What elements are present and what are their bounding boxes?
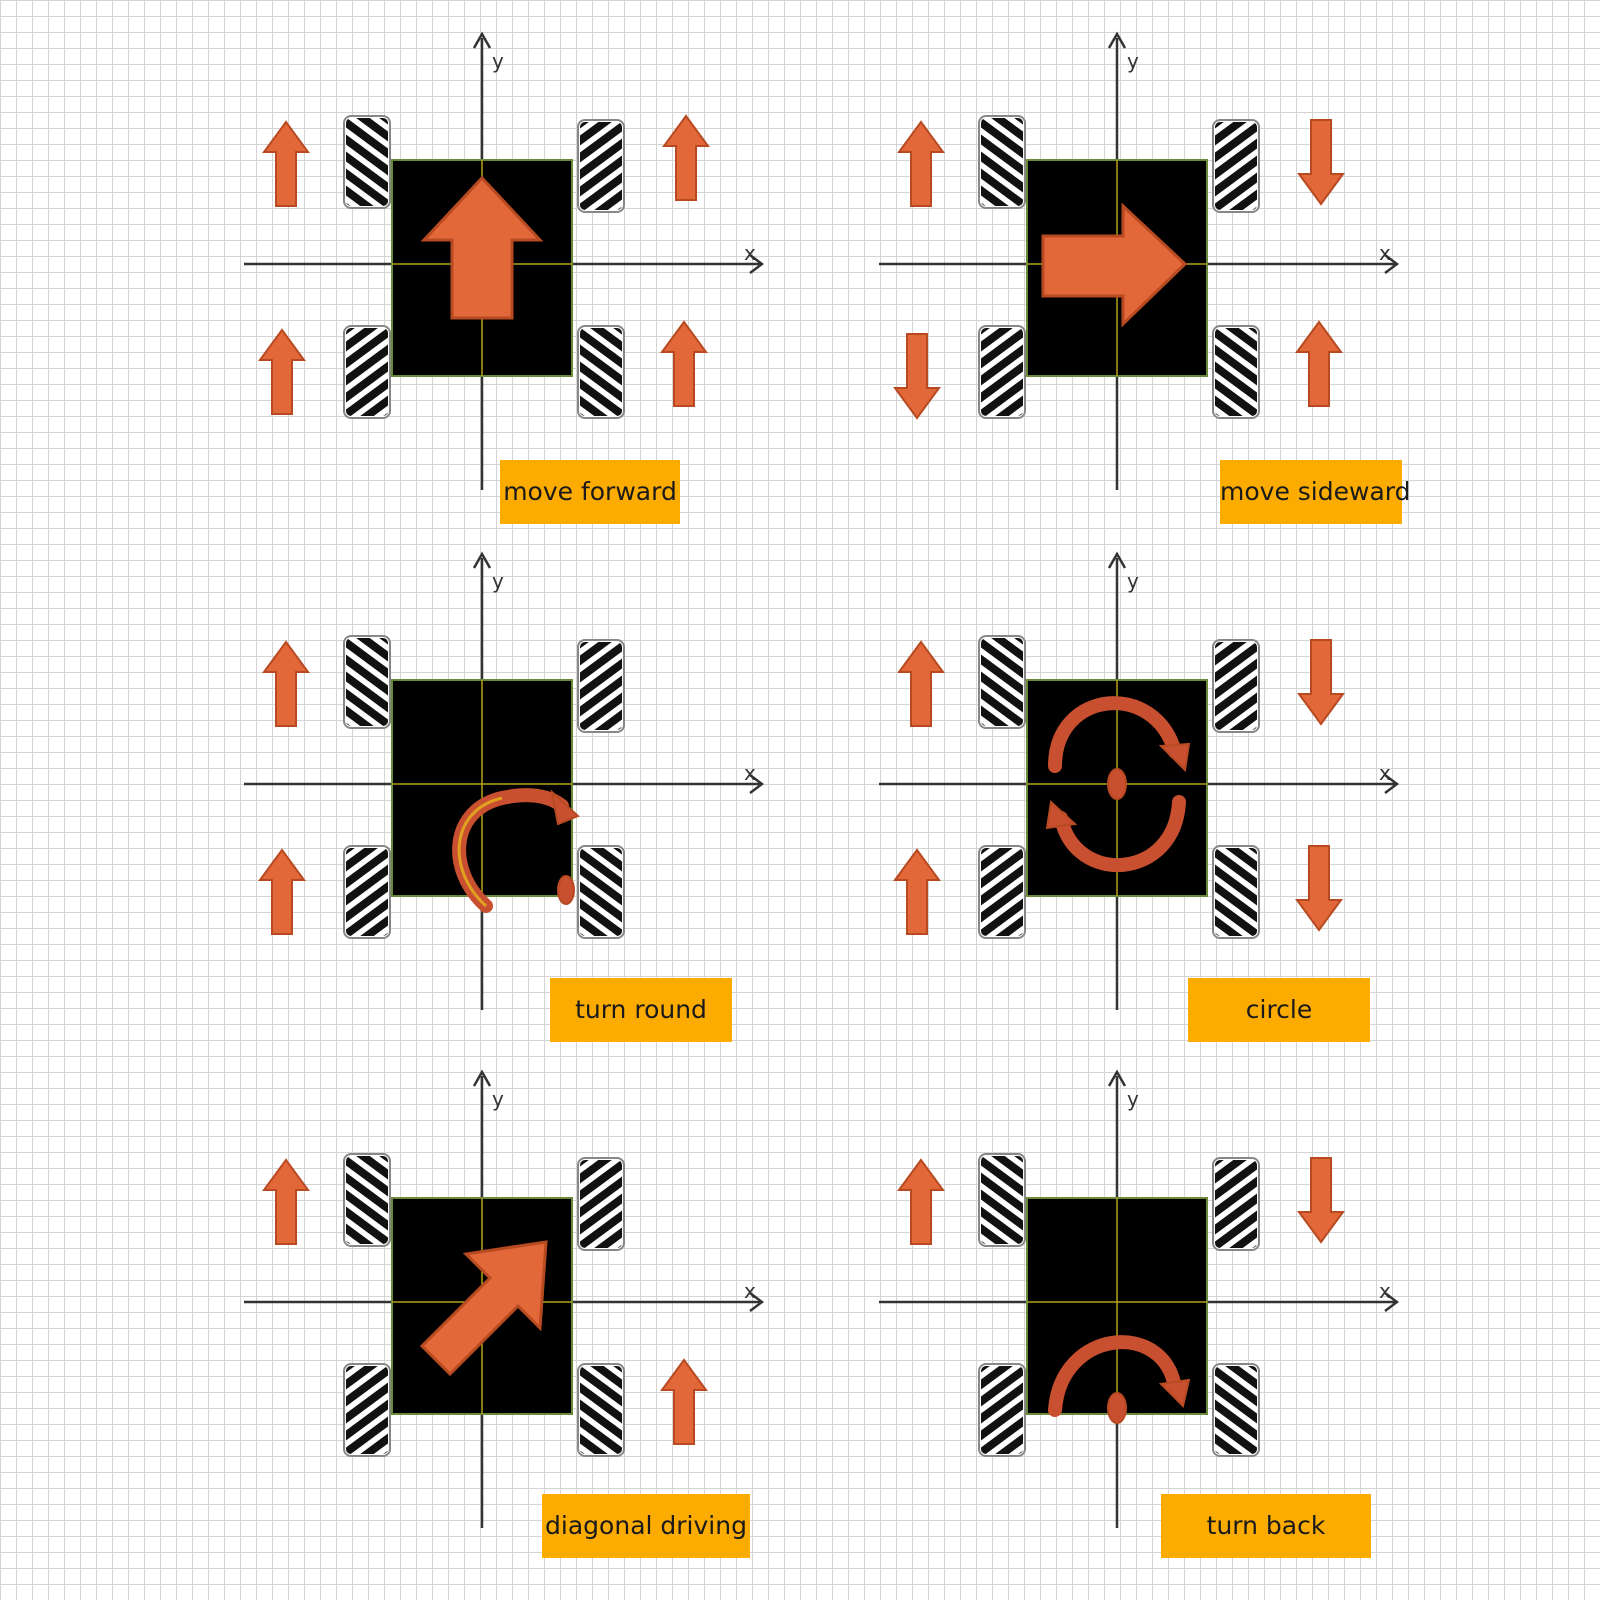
wheel-fr	[577, 1157, 625, 1251]
wheel-fl	[978, 635, 1026, 729]
x-axis-label: x	[744, 1279, 756, 1303]
wheel-arrow-rl-up	[258, 328, 306, 415]
center-rear-arc	[1048, 1335, 1191, 1424]
wheel-arrow-fr-down	[1297, 119, 1345, 206]
wheel-arrow-rr-up	[660, 320, 708, 407]
wheel-arrow-fr-up	[662, 114, 710, 201]
wheel-arrow-rr-down	[1295, 845, 1343, 932]
wheel-fr	[577, 119, 625, 213]
x-axis-label: x	[744, 241, 756, 265]
wheel-rr	[577, 845, 625, 939]
y-axis-label: y	[492, 569, 504, 593]
wheel-fr	[1212, 1157, 1260, 1251]
wheel-arrow-fl-up	[897, 640, 945, 727]
center-pivot-arc	[452, 788, 580, 913]
center-double-arc	[1045, 696, 1191, 872]
wheel-fr	[577, 639, 625, 733]
y-axis-label: y	[1127, 569, 1139, 593]
wheel-fl	[978, 1153, 1026, 1247]
wheel-rl	[978, 1363, 1026, 1457]
x-axis-label: x	[1379, 1279, 1391, 1303]
wheel-arrow-fl-up	[262, 120, 310, 207]
x-axis-label: x	[1379, 241, 1391, 265]
wheel-fl	[978, 115, 1026, 209]
y-axis-label: y	[492, 1087, 504, 1111]
wheel-fl	[343, 1153, 391, 1247]
center-right-arrow	[1041, 202, 1188, 328]
wheel-fl	[343, 635, 391, 729]
wheel-rl	[343, 1363, 391, 1457]
wheel-rl	[978, 325, 1026, 419]
wheel-rr	[577, 325, 625, 419]
diagram-move-sideward: xy	[879, 31, 1400, 490]
wheel-fr	[1212, 639, 1260, 733]
wheel-arrow-rl-down	[893, 333, 941, 420]
caption-turn-back: turn back	[1161, 1494, 1371, 1558]
center-up-arrow	[420, 175, 544, 320]
diagram-turn-back: xy	[879, 1069, 1400, 1528]
caption-diagonal-driving: diagonal driving	[542, 1494, 750, 1558]
diagram-turn-round: xy	[244, 551, 765, 1010]
wheel-arrow-fr-down	[1297, 1157, 1345, 1244]
caption-circle: circle	[1188, 978, 1370, 1042]
diagram-move-forward: xy	[244, 31, 765, 490]
wheel-rr	[577, 1363, 625, 1457]
x-axis-label: x	[744, 761, 756, 785]
wheel-rl	[978, 845, 1026, 939]
wheel-arrow-fl-up	[262, 1158, 310, 1245]
wheel-rr	[1212, 1363, 1260, 1457]
y-axis-label: y	[492, 49, 504, 73]
wheel-fl	[343, 115, 391, 209]
x-axis-label: x	[1379, 761, 1391, 785]
caption-turn-round: turn round	[550, 978, 732, 1042]
wheel-rr	[1212, 845, 1260, 939]
wheel-rl	[343, 845, 391, 939]
wheel-arrow-fl-up	[897, 1158, 945, 1245]
wheel-arrow-fl-up	[262, 640, 310, 727]
wheel-rr	[1212, 325, 1260, 419]
caption-move-forward: move forward	[500, 460, 680, 524]
center-diagonal-arrow	[419, 1240, 548, 1377]
y-axis-label: y	[1127, 1087, 1139, 1111]
wheel-arrow-fl-up	[897, 120, 945, 207]
wheel-arrow-rl-up	[893, 848, 941, 935]
y-axis-label: y	[1127, 49, 1139, 73]
diagram-circle: xy	[879, 551, 1400, 1010]
caption-move-sideward: move sideward	[1220, 460, 1410, 524]
wheel-arrow-rl-up	[258, 848, 306, 935]
wheel-arrow-rr-up	[1295, 320, 1343, 407]
wheel-arrow-rr-up	[660, 1358, 708, 1445]
wheel-fr	[1212, 119, 1260, 213]
wheel-rl	[343, 325, 391, 419]
wheel-arrow-fr-down	[1297, 639, 1345, 726]
diagram-diagonal-driving: xy	[244, 1069, 765, 1528]
